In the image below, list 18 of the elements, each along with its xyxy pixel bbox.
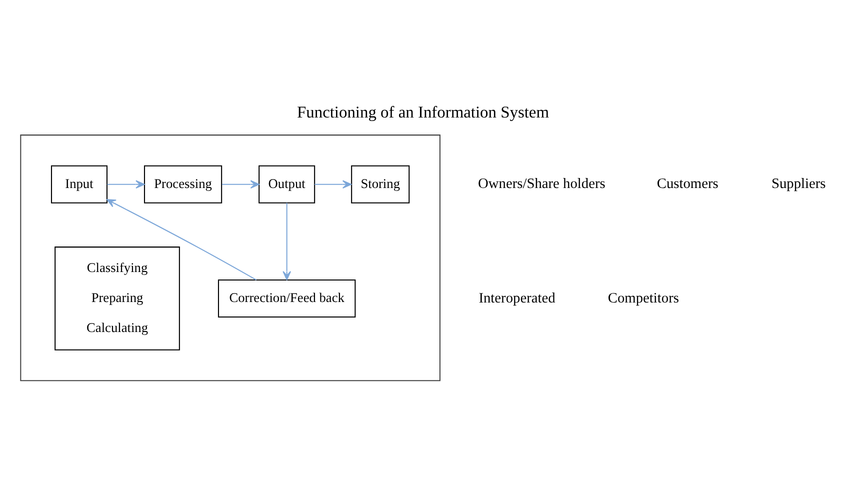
node-box: Correction/Feed back: [218, 279, 356, 318]
node-box: Output: [258, 165, 316, 204]
label: Suppliers: [771, 176, 826, 192]
label: Competitors: [608, 290, 679, 306]
label: Customers: [656, 176, 718, 192]
node-box: Processing: [144, 165, 222, 204]
cluster: [20, 134, 440, 382]
node-box: Input: [50, 165, 108, 204]
node-box: Storing: [351, 165, 410, 204]
arrow: [222, 180, 260, 189]
arrow: [106, 199, 257, 280]
node-box: Classifying Preparing Calculating: [54, 246, 180, 350]
arrow: [282, 202, 292, 280]
label: Owners/Share holders: [478, 176, 606, 192]
label: Interoperated: [478, 290, 556, 306]
arrow: [107, 180, 145, 189]
arrow: [314, 180, 352, 189]
diagram-title: Functioning of an Information System: [296, 102, 550, 122]
